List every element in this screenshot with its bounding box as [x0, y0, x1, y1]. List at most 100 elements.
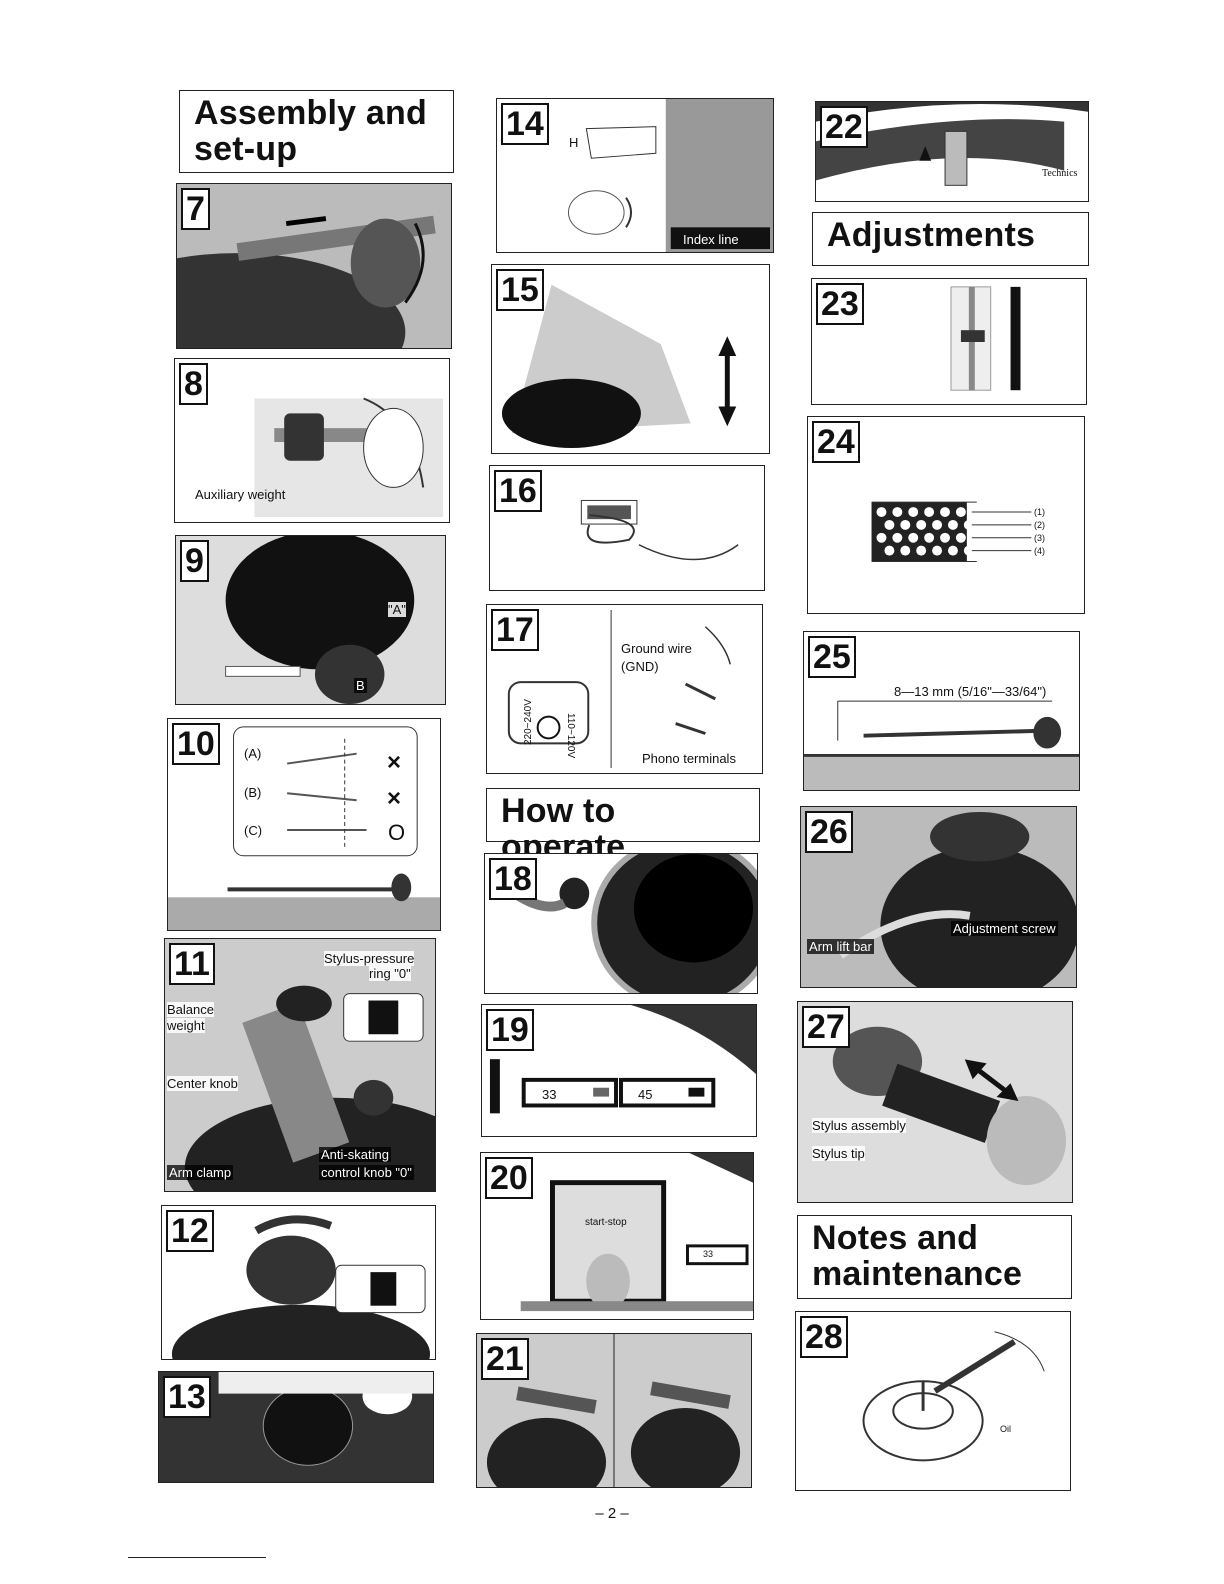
label-ring-zero: ring "0" [369, 966, 411, 981]
hinge-illustration [580, 499, 739, 561]
pressure-ring-illustration [171, 1215, 430, 1359]
label-b-mark: B [354, 678, 367, 693]
label-voltage-low: 220~240V [523, 699, 534, 745]
label-oil: Oil [1000, 1424, 1011, 1434]
panel-number: 25 [808, 636, 856, 678]
heading-adjustments-text: Adjustments [827, 216, 1036, 254]
platter-illustration [176, 536, 445, 704]
label-dot-4: (4) [1034, 546, 1045, 556]
heading-how-to-operate: How to operate [486, 788, 760, 865]
panel-18: 18 [484, 853, 758, 994]
headshell-illustration [567, 99, 773, 252]
panel-8: 8 Auxiliary weight [174, 358, 450, 523]
label-stylus-assembly: Stylus assembly [812, 1118, 906, 1133]
panel-9: 9 "A" B [175, 535, 446, 705]
panel-number: 19 [486, 1009, 534, 1051]
arm-height-illustration [804, 700, 1079, 790]
label-option-a: (A) [244, 746, 262, 761]
panel-17: 17 110~120V 220~240V Ground wire (GND) P… [486, 604, 763, 774]
panel-number: 9 [180, 540, 209, 582]
panel-16: 16 [489, 465, 765, 591]
label-center-knob: Center knob [167, 1076, 238, 1091]
panel-number: 26 [805, 811, 853, 853]
lift-adjust-illustration [801, 807, 1076, 987]
panel-19: 19 33 45 [481, 1004, 757, 1137]
mark-wrong-b: × [387, 785, 402, 812]
label-speed-33: 33 [542, 1087, 557, 1102]
heading-adjustments: Adjustments [812, 212, 1089, 266]
panel-number: 10 [172, 723, 220, 765]
panel-26: 26 Arm lift bar Adjustment screw [800, 806, 1077, 988]
label-dot-2: (2) [1034, 520, 1045, 530]
heading-notes-text: Notes and maintenance [812, 1219, 1023, 1293]
arm-balance-illustration [177, 184, 451, 348]
label-voltage-high: 110~120V [565, 713, 576, 759]
panel-10: 10 (A) (B) (C) × × O [167, 718, 441, 931]
label-adjustment-screw: Adjustment screw [951, 921, 1058, 936]
label-gnd: (GND) [621, 659, 659, 674]
arm-balance-diagram [168, 726, 440, 930]
panel-number: 11 [169, 943, 215, 985]
panel-number: 28 [800, 1316, 848, 1358]
heading-assembly-text: Assembly and set-up [194, 94, 427, 168]
panel-number: 23 [816, 283, 864, 325]
panel-number: 20 [485, 1157, 533, 1199]
panel-21: 21 [476, 1333, 752, 1488]
panel-number: 13 [163, 1376, 211, 1418]
voltage-selector-illustration [507, 609, 731, 769]
label-height-range: 8—13 mm (5/16"—33/64") [894, 684, 1047, 699]
label-phono-terminals: Phono terminals [642, 751, 736, 766]
panel-28: 28 Oil [795, 1311, 1071, 1491]
platter-speed-illustration [816, 102, 1088, 186]
panel-number: 18 [489, 858, 537, 900]
label-start-stop: start-stop [585, 1217, 627, 1228]
panel-number: 27 [802, 1006, 850, 1048]
label-arm-lift-bar: Arm lift bar [807, 939, 874, 954]
label-ground-wire: Ground wire [621, 641, 692, 656]
power-switch-illustration [512, 854, 757, 993]
label-stylus-tip: Stylus tip [812, 1146, 865, 1161]
label-dot-1: (1) [1034, 507, 1045, 517]
label-speed-45: 45 [638, 1087, 653, 1102]
label-dot-3: (3) [1034, 533, 1045, 543]
label-speed-33-small: 33 [703, 1249, 714, 1259]
page-number: – 2 – [595, 1505, 629, 1522]
panel-11: 11 Stylus-pressure ring "0" Balance weig… [164, 938, 436, 1192]
label-anti-skating: Anti-skating [319, 1147, 391, 1162]
panel-25: 25 8—13 mm (5/16"—33/64") [803, 631, 1080, 791]
panel-number: 7 [181, 188, 210, 230]
label-index-line: Index line [683, 232, 739, 247]
mark-correct-c: O [388, 820, 406, 845]
start-stop-illustration [520, 1153, 753, 1312]
label-option-b: (B) [244, 785, 262, 800]
panel-number: 16 [494, 470, 542, 512]
strobe-dots-illustration [871, 501, 1032, 563]
panel-number: 22 [820, 106, 868, 148]
panel-number: 17 [491, 609, 539, 651]
panel-20: 20 start-stop 33 [480, 1152, 754, 1320]
label-option-c: (C) [244, 823, 263, 838]
label-stylus-pressure: Stylus-pressure [324, 951, 415, 966]
mark-wrong-a: × [387, 749, 402, 776]
panel-number: 8 [179, 363, 208, 405]
label-arm-clamp: Arm clamp [167, 1165, 234, 1180]
label-a-mark: "A" [388, 602, 406, 617]
label-balance: Balance [167, 1002, 214, 1017]
heading-operate-text: How to operate [501, 792, 626, 866]
panel-number: 21 [481, 1338, 529, 1380]
panel-number: 14 [501, 103, 549, 145]
label-control-knob: control knob "0" [319, 1165, 414, 1180]
panel-13: 13 [158, 1371, 434, 1483]
panel-number: 24 [812, 421, 860, 463]
panel-23: 23 [811, 278, 1087, 405]
panel-12: 12 [161, 1205, 436, 1360]
panel-number: 15 [496, 269, 544, 311]
panel-22: 22 Technics [815, 101, 1089, 202]
auxiliary-weight-illustration [254, 397, 444, 518]
heading-assembly: Assembly and set-up [179, 90, 454, 173]
panel-27: 27 Stylus assembly Stylus tip [797, 1001, 1073, 1203]
label-weight: weight [167, 1018, 205, 1033]
oiling-illustration [862, 1331, 1045, 1462]
panel-15: 15 [491, 264, 770, 454]
heading-notes: Notes and maintenance [797, 1215, 1072, 1299]
